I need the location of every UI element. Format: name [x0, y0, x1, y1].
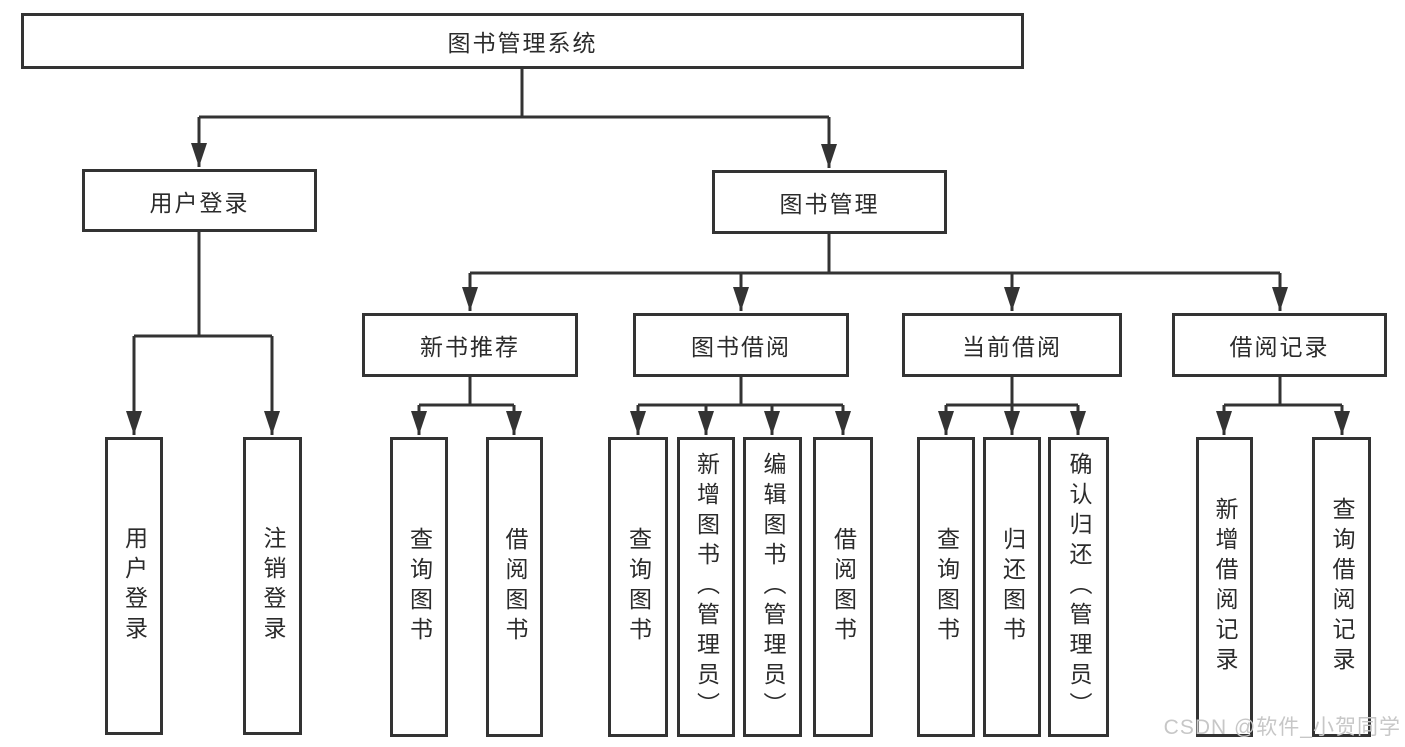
leaf-borrow-books: 借阅图书: [486, 437, 543, 737]
leaf-user-login: 用户登录: [105, 437, 163, 735]
leaf-query-books: 查询图书: [608, 437, 668, 737]
leaf-logout: 注销登录: [243, 437, 302, 735]
leaf-add-books-admin: 新增图书（管理员）: [677, 437, 735, 737]
leaf-edit-books-admin: 编辑图书（管理员）: [743, 437, 802, 737]
leaf-return-books: 归还图书: [983, 437, 1041, 737]
leaf-confirm-return-admin: 确认归还（管理员）: [1048, 437, 1109, 737]
node-root-system: 图书管理系统: [21, 13, 1024, 69]
leaf-borrow-books: 借阅图书: [813, 437, 873, 737]
node-section-borrow-records: 借阅记录: [1172, 313, 1387, 377]
leaf-query-books: 查询图书: [917, 437, 975, 737]
leaf-query-borrow-record: 查询借阅记录: [1312, 437, 1371, 737]
node-section-new-book-recommend: 新书推荐: [362, 313, 578, 377]
node-book-management-branch: 图书管理: [712, 170, 947, 234]
node-section-current-borrow: 当前借阅: [902, 313, 1122, 377]
node-section-book-borrow: 图书借阅: [633, 313, 849, 377]
leaf-add-borrow-record: 新增借阅记录: [1196, 437, 1253, 737]
node-user-login-branch: 用户登录: [82, 169, 317, 232]
csdn-watermark: CSDN @软件_小贺同学: [1163, 716, 1401, 739]
leaf-query-books: 查询图书: [390, 437, 448, 737]
